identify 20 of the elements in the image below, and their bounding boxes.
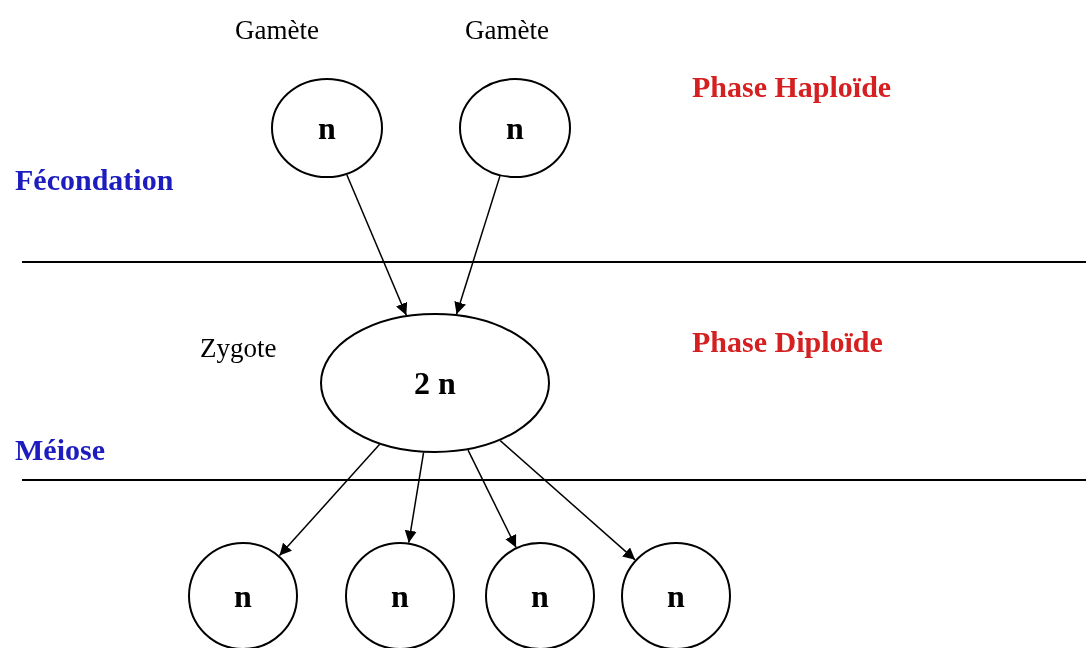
cell-name: Gamète (235, 15, 319, 46)
cell-name: Gamète (465, 15, 549, 46)
arrow (467, 449, 517, 549)
arrow (278, 443, 381, 557)
ploidy-label: n (531, 577, 549, 615)
ploidy-label: n (667, 577, 685, 615)
ploidy-label: n (318, 109, 336, 147)
arrow (499, 439, 636, 561)
phase-label: Phase Haploïde (692, 70, 892, 104)
process-label: Fécondation (15, 163, 174, 197)
arrow (454, 175, 501, 315)
ploidy-label: 2 n (414, 364, 456, 402)
ploidy-label: n (234, 577, 252, 615)
process-label: Méiose (15, 433, 105, 467)
arrow (404, 451, 425, 544)
ploidy-label: n (506, 109, 524, 147)
phase-label: Phase Diploïde (692, 325, 883, 359)
cell-name: Zygote (200, 333, 277, 364)
arrow (346, 174, 408, 316)
ploidy-label: n (391, 577, 409, 615)
